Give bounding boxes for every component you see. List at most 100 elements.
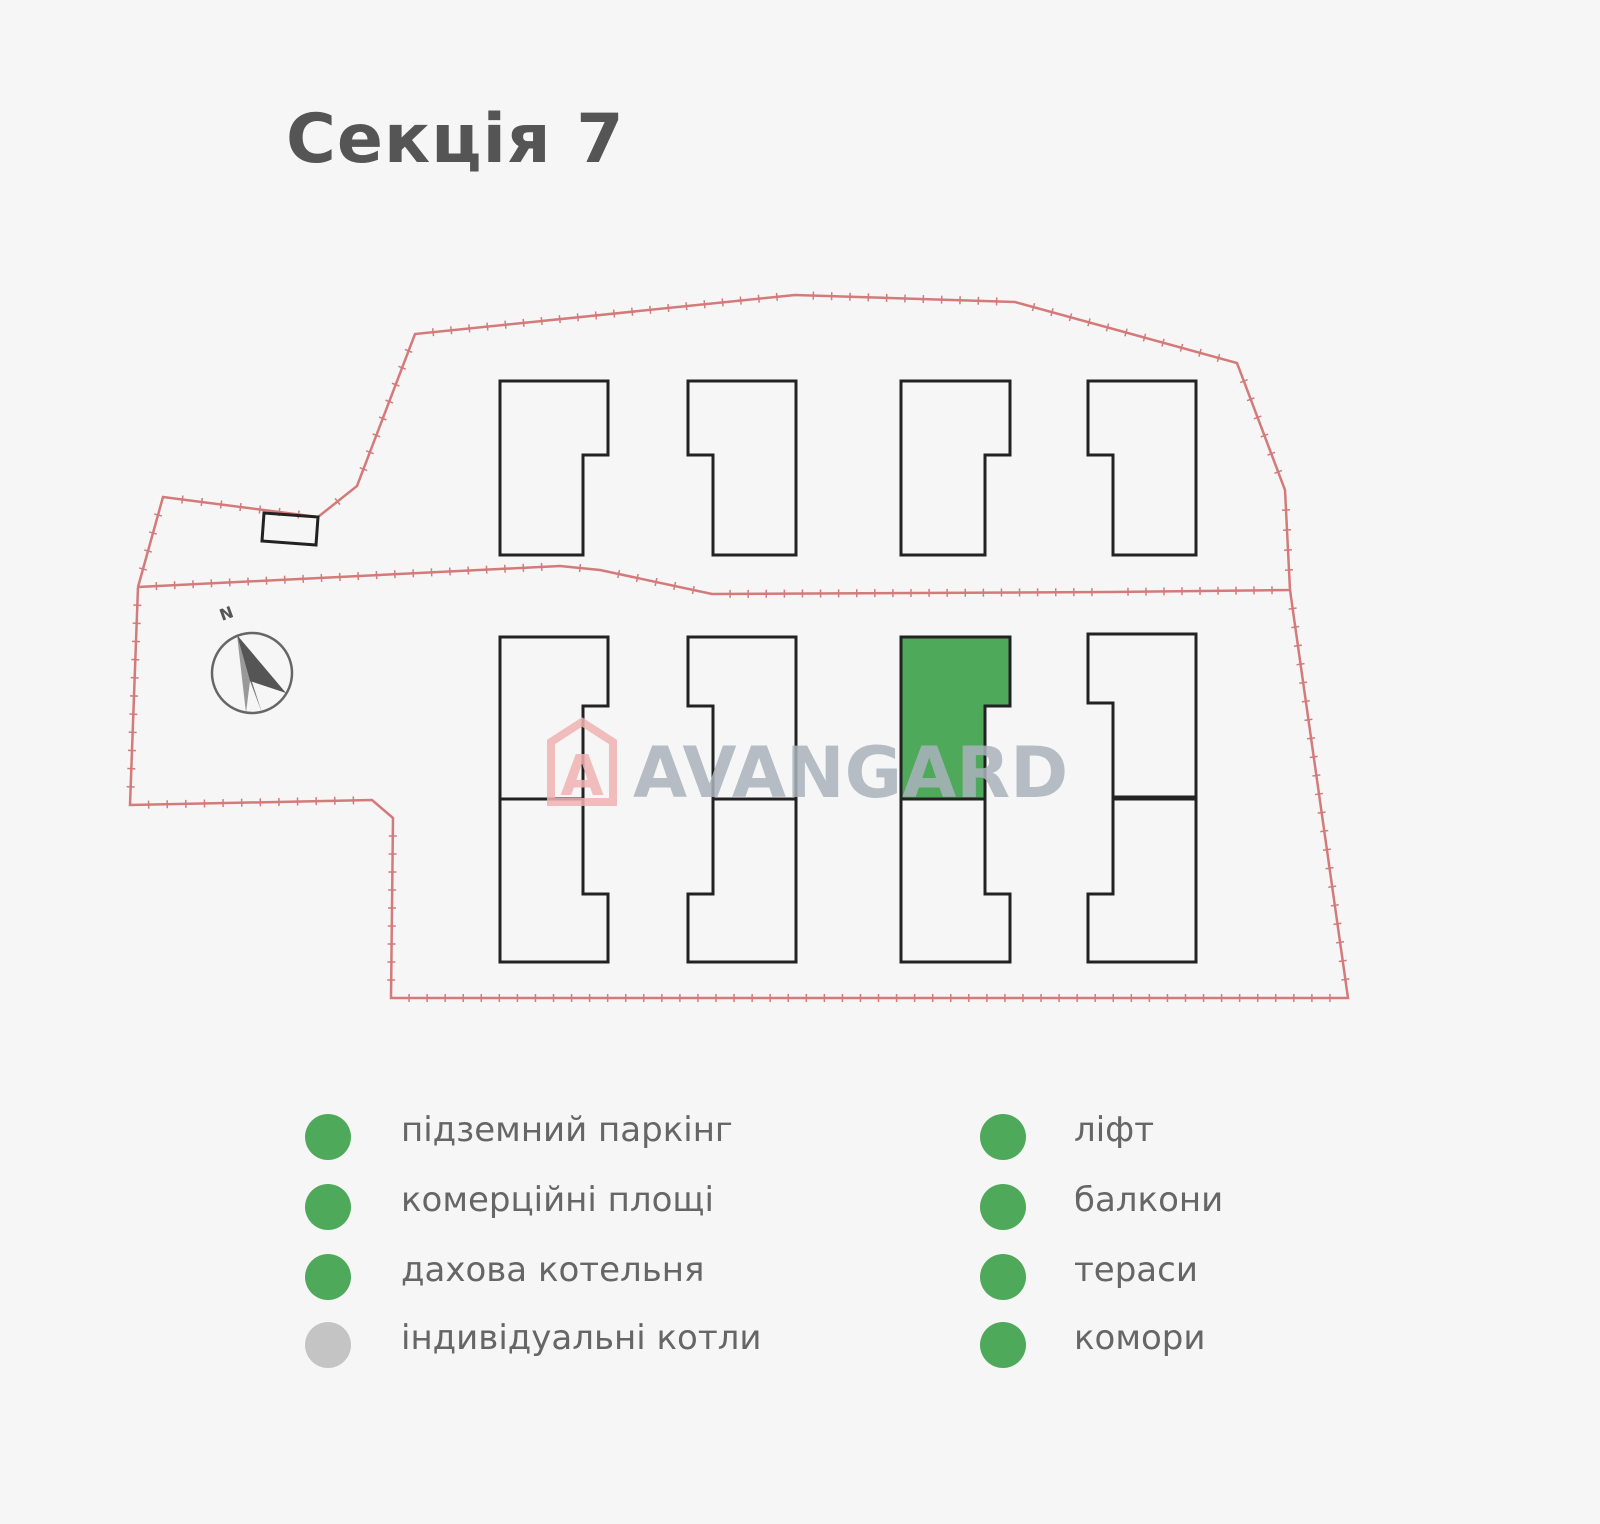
boundary-tick [1239,379,1248,384]
building-top-4[interactable] [1086,379,1198,557]
building-bottom-1-lower[interactable] [498,797,610,964]
boundary-tick [721,298,724,307]
compass-north-label: N [217,602,236,624]
boundary-tick [1299,681,1308,685]
boundary-tick [504,320,507,329]
boundary-tick [1301,699,1310,703]
boundary-tick [1312,774,1321,777]
boundary-tick [649,305,652,314]
boundary-tick [1161,338,1165,347]
status-dot [980,1114,1026,1160]
boundary-tick [1142,333,1147,342]
watermark: A AVANGARD [547,717,1068,814]
boundary-tick [431,328,435,337]
legend-label: комори [1074,1318,1206,1358]
boundary-tick [1307,737,1316,740]
boundary-tick [450,326,453,335]
page-title: Секція 7 [286,100,625,179]
avangard-logo-icon: A [547,717,617,809]
boundary-tick [654,577,658,587]
boundary-tick [691,585,695,595]
building-bottom-4-upper[interactable] [1086,632,1198,799]
boundary-tick [1246,397,1255,402]
boundary-tick [1031,303,1036,312]
boundary-tick [486,322,489,331]
boundary-tick [1291,625,1300,629]
boundary-tick [1124,328,1128,337]
building-bottom-3-lower[interactable] [899,797,1012,964]
boundary-tick [181,495,184,504]
boundary-tick [1325,866,1334,870]
legend-label: комерційні площі [401,1180,714,1220]
boundary-tick [148,531,158,535]
site-boundary [126,291,1350,1002]
legend-label: тераси [1074,1250,1198,1290]
boundary-tick [1336,941,1345,944]
boundary-tick [739,296,742,305]
boundary-tick [1267,451,1276,456]
boundary-tick [258,505,262,514]
boundary-tick [398,365,407,370]
boundary-tick [1314,792,1324,796]
boundary-tick [391,382,400,387]
svg-text:A: A [560,744,604,809]
boundary-tick [1338,959,1347,963]
boundary-tick [1050,308,1054,317]
boundary-tick [578,563,582,573]
boundary-tick [1341,978,1350,981]
boundary-tick [359,466,368,472]
boundary-tick [1216,353,1221,362]
boundary-tick [378,416,387,421]
boundary-tick [775,292,779,301]
boundary-tick [468,324,471,333]
boundary-tick [138,567,148,571]
boundary-tick [757,294,760,303]
building-top-2[interactable] [686,379,798,557]
boundary-tick [200,497,204,507]
boundary-tick [365,450,374,455]
boundary-tick [1068,313,1073,322]
boundary-tick [404,348,413,354]
boundary-tick [522,318,525,327]
building-bottom-2-lower[interactable] [686,797,798,964]
boundary-tick [1260,433,1269,438]
boundary-tick [1328,885,1337,889]
status-dot [305,1184,351,1230]
boundary-tick [1333,922,1342,926]
boundary-tick [1105,323,1110,332]
building-top-1[interactable] [498,379,610,557]
boundary-tick [1322,848,1331,851]
legend-label: балкони [1074,1180,1224,1220]
boundary-tick [143,549,153,553]
boundary-tick [1198,348,1202,357]
building-bottom-4-lower[interactable] [1086,797,1198,964]
status-dot [980,1184,1026,1230]
buildings [498,379,1198,964]
status-dot [305,1254,351,1300]
legend-label: дахова котельня [401,1250,705,1290]
boundary-tick [673,581,677,591]
legend-label: ліфт [1074,1110,1155,1150]
legend-label: підземний паркінг [401,1110,733,1150]
site-plan: N A AVANGARD [126,291,1350,1002]
boundary-tick [703,300,706,309]
boundary-tick [1288,607,1297,610]
legend-label: індивідуальні котли [401,1318,762,1358]
boundary-tick [540,316,543,326]
boundary-tick [635,573,639,583]
boundary-tick [334,497,341,506]
boundary-tick [153,513,163,517]
status-dot [980,1322,1026,1368]
status-dot [305,1322,351,1368]
building-top-3[interactable] [899,379,1012,557]
boundary-tick [219,500,223,509]
boundary-tick [612,309,616,318]
boundary-tick [1293,644,1302,647]
boundary-tick [1309,755,1318,759]
boundary-tick [1296,662,1305,666]
boundary-tick [576,313,580,322]
boundary-tick [594,311,598,320]
compass-icon: N [210,602,294,715]
status-dot [305,1114,351,1160]
boundary-lower-lot [128,586,1350,1000]
